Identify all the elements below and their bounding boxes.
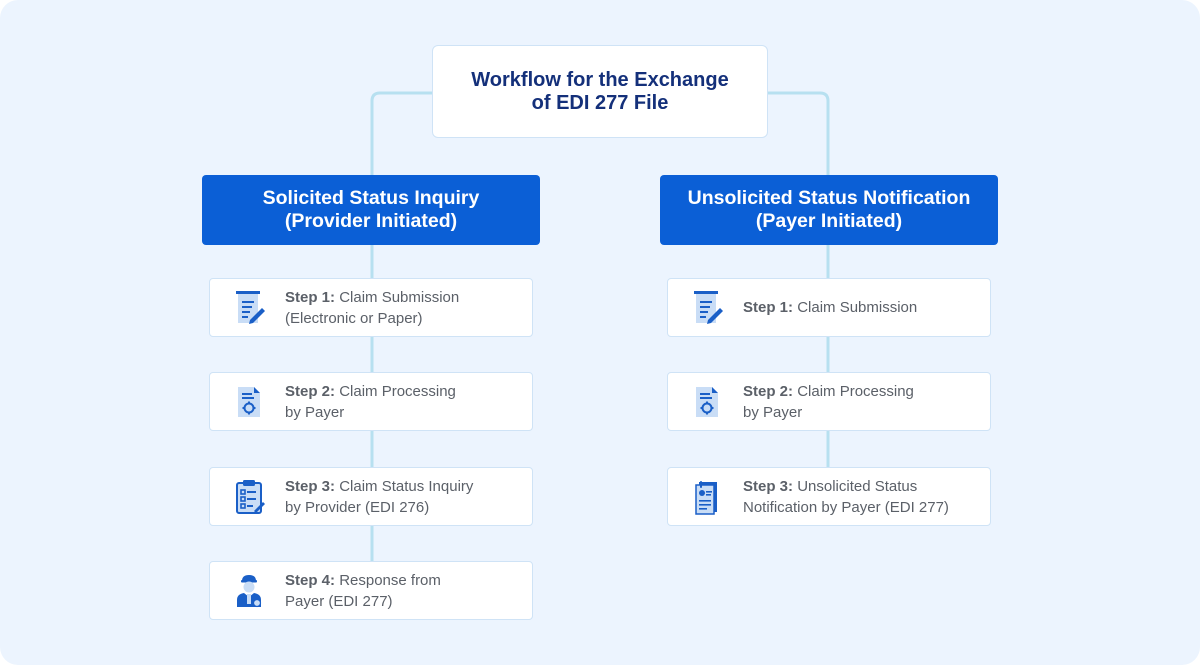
title-line-1: Workflow for the Exchange — [471, 68, 729, 91]
right-branch-header: Unsolicited Status Notification (Payer I… — [660, 175, 998, 245]
right-step-1-card: Step 1: Claim Submission — [667, 278, 991, 337]
left-step-1-label: Step 1: — [285, 288, 336, 306]
left-step-1-line-1: Claim Submission — [339, 288, 460, 306]
right-header-line-2: (Payer Initiated) — [755, 210, 903, 232]
right-step-2-text: Step 2: Claim Processing by Payer — [743, 373, 980, 430]
left-step-1-text: Step 1: Claim Submission (Electronic or … — [285, 279, 522, 336]
right-step-1-text: Step 1: Claim Submission — [743, 279, 980, 336]
right-step-3-card: Step 3: Unsolicited Status Notification … — [667, 467, 991, 526]
left-step-1-line-2: (Electronic or Paper) — [285, 309, 423, 327]
left-step-3-text: Step 3: Claim Status Inquiry by Provider… — [285, 468, 522, 525]
left-step-2-line-1: Claim Processing — [339, 382, 456, 400]
notification-document-icon — [690, 478, 724, 516]
left-step-3-label: Step 3: — [285, 477, 336, 495]
right-step-3-line-2: Notification by Payer (EDI 277) — [743, 498, 949, 516]
left-step-2-label: Step 2: — [285, 382, 336, 400]
diagram-title: Workflow for the Exchange of EDI 277 Fil… — [432, 45, 768, 138]
left-step-2-line-2: by Payer — [285, 403, 345, 421]
right-step-3-text: Step 3: Unsolicited Status Notification … — [743, 468, 980, 525]
left-step-2-text: Step 2: Claim Processing by Payer — [285, 373, 522, 430]
right-step-2-card: Step 2: Claim Processing by Payer — [667, 372, 991, 431]
right-step-1-label: Step 1: — [743, 299, 794, 316]
right-step-3-line-1: Unsolicited Status — [797, 477, 918, 495]
left-step-4-text: Step 4: Response from Payer (EDI 277) — [285, 562, 522, 619]
document-pen-icon — [690, 289, 724, 327]
left-branch-header: Solicited Status Inquiry (Provider Initi… — [202, 175, 540, 245]
connector-title-right — [768, 91, 830, 175]
document-gear-icon — [232, 383, 266, 421]
payer-person-icon — [232, 572, 266, 610]
right-step-2-line-1: Claim Processing — [797, 382, 914, 400]
left-step-3-line-2: by Provider (EDI 276) — [285, 498, 430, 516]
document-pen-icon — [232, 289, 266, 327]
left-step-1-card: Step 1: Claim Submission (Electronic or … — [209, 278, 533, 337]
connector-title-left — [370, 91, 432, 175]
title-line-2: of EDI 277 File — [531, 91, 669, 114]
left-header-line-2: (Provider Initiated) — [284, 210, 458, 232]
right-header-line-1: Unsolicited Status Notification — [687, 187, 971, 209]
document-gear-icon — [690, 383, 724, 421]
left-step-4-card: Step 4: Response from Payer (EDI 277) — [209, 561, 533, 620]
right-step-2-line-2: by Payer — [743, 403, 803, 421]
left-step-4-line-2: Payer (EDI 277) — [285, 592, 393, 610]
right-step-1-line-1: Claim Submission — [797, 299, 918, 316]
left-step-3-card: Step 3: Claim Status Inquiry by Provider… — [209, 467, 533, 526]
left-step-4-line-1: Response from — [339, 571, 441, 589]
right-step-2-label: Step 2: — [743, 382, 794, 400]
right-step-3-label: Step 3: — [743, 477, 794, 495]
left-step-4-label: Step 4: — [285, 571, 336, 589]
left-step-3-line-1: Claim Status Inquiry — [339, 477, 474, 495]
left-header-line-1: Solicited Status Inquiry — [262, 187, 480, 209]
clipboard-checklist-icon — [232, 478, 266, 516]
left-step-2-card: Step 2: Claim Processing by Payer — [209, 372, 533, 431]
